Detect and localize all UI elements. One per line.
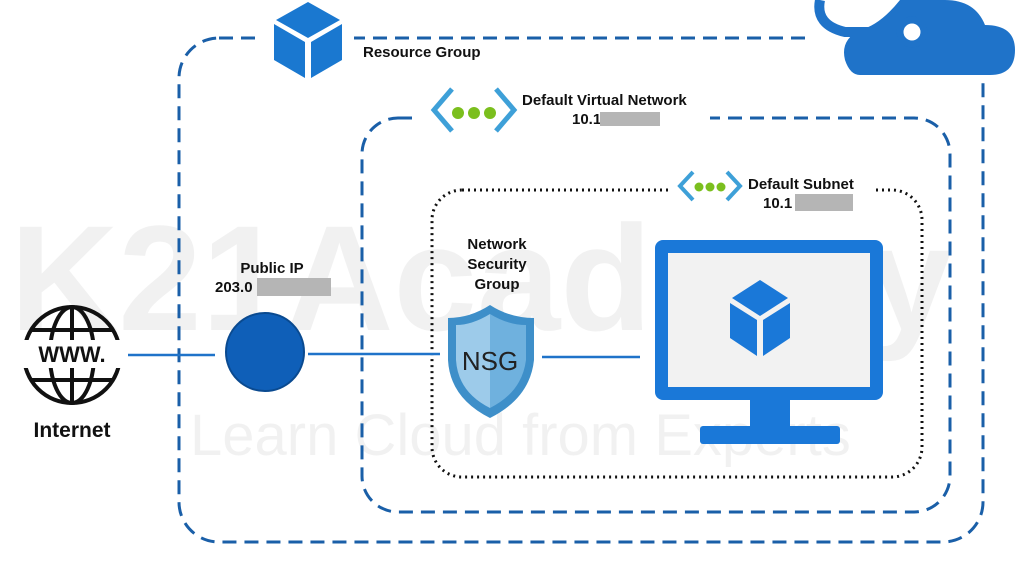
subnet-icon [677, 170, 743, 202]
redacted-address [257, 278, 331, 296]
subnet-label: Default Subnet [748, 176, 854, 193]
nsg-label-line-2: Security [467, 256, 527, 273]
nsg-label-line-3: Group [475, 276, 520, 293]
subnet-address: 10.1 [763, 195, 792, 212]
public-ip-address: 203.0 [215, 279, 253, 296]
virtual-network-address: 10.1 [572, 111, 601, 128]
nsg-icon-text: NSG [462, 346, 518, 376]
nsg-label-line-1: Network [467, 236, 527, 253]
azure-cloud-icon [805, 0, 1020, 80]
subnet-boundary [430, 188, 924, 479]
redacted-address [600, 112, 660, 126]
virtual-network-boundary [360, 116, 952, 514]
public-ip-icon [225, 312, 305, 392]
vm-cube-icon [730, 280, 790, 356]
public-ip-label: Public IP [240, 260, 303, 277]
redacted-address [795, 194, 853, 211]
shield-icon [448, 305, 534, 418]
www-text: WWW. [38, 342, 105, 367]
resource-group-label: Resource Group [363, 44, 481, 61]
globe-icon [20, 305, 126, 405]
virtual-network-label: Default Virtual Network [522, 92, 687, 109]
resource-group-boundary [177, 36, 985, 544]
virtual-network-icon [430, 87, 518, 133]
resource-group-cube-icon [274, 2, 342, 78]
internet-label: Internet [33, 419, 110, 442]
